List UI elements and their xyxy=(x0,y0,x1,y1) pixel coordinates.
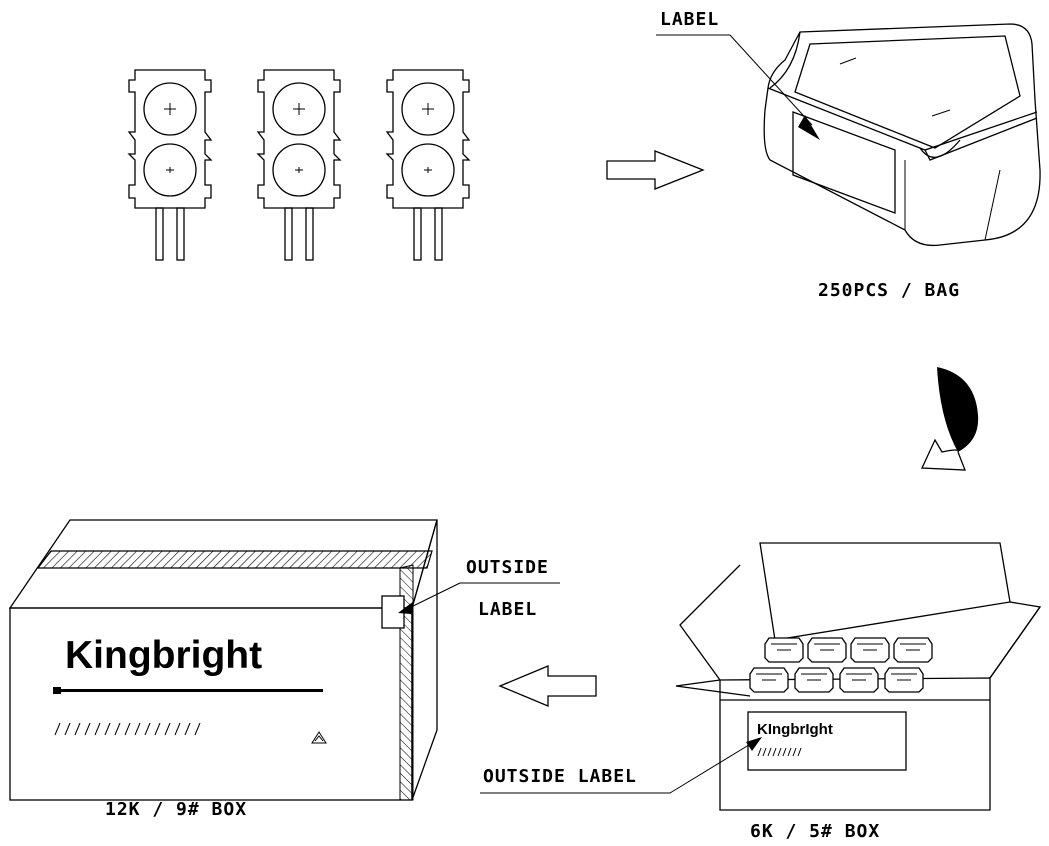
arrow-right-icon xyxy=(606,150,705,190)
arrow-left-icon xyxy=(498,665,597,707)
bag-label-text: LABEL xyxy=(660,9,719,30)
outside-label-top: OUTSIDE xyxy=(466,557,549,578)
led-component-3 xyxy=(386,69,470,261)
small-box-illustration xyxy=(675,542,1042,811)
big-box-illustration xyxy=(8,519,438,801)
bag-illustration xyxy=(763,23,1041,247)
big-box-brand: Kingbright xyxy=(65,634,262,677)
curved-arrow-icon xyxy=(921,367,979,471)
bag-quantity-text: 250PCS / BAG xyxy=(818,280,960,301)
big-box-quantity-text: 12K / 9# BOX xyxy=(105,799,247,820)
led-component-2 xyxy=(257,69,341,261)
led-component-1 xyxy=(128,69,212,261)
small-box-brand: KIngbrIght xyxy=(757,721,833,738)
inner-outside-label-text: OUTSIDE LABEL xyxy=(483,766,637,787)
recycle-icon xyxy=(311,731,327,744)
small-box-quantity-text: 6K / 5# BOX xyxy=(750,821,880,842)
outside-label-bottom: LABEL xyxy=(478,599,537,620)
